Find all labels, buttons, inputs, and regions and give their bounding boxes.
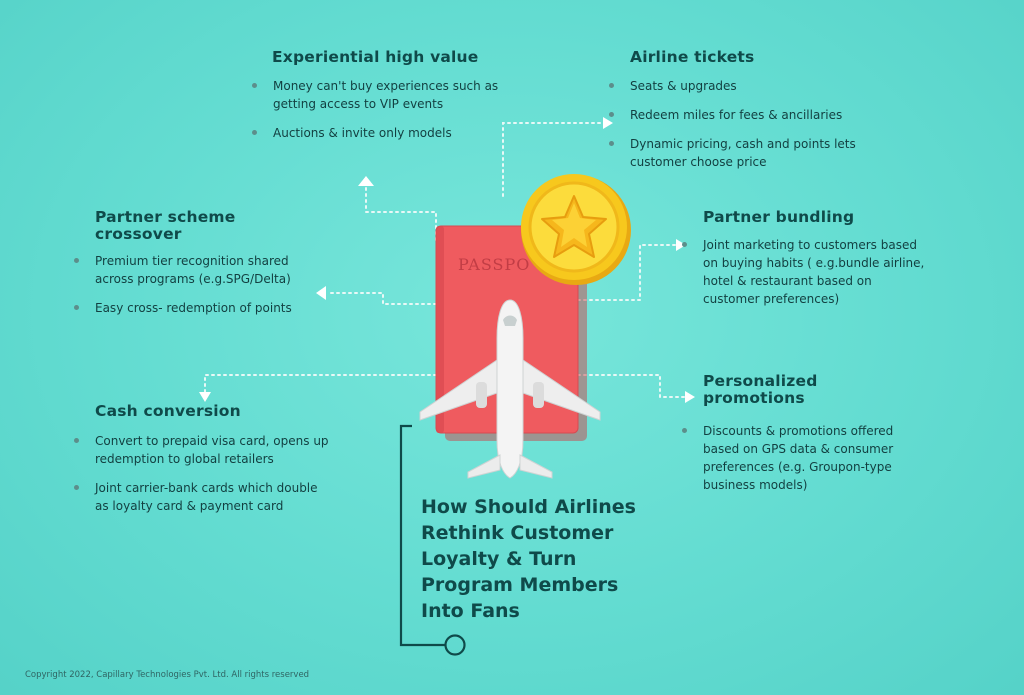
headline-line: Into Fans — [421, 600, 520, 622]
section-personalized-promotions: Personalized promotions Discounts & prom… — [680, 373, 925, 505]
list-item: Joint carrier-bank cards which double as… — [72, 479, 332, 515]
bullet-icon — [74, 305, 79, 310]
bullet-list: Discounts & promotions offered based on … — [680, 422, 925, 494]
headline-bracket — [399, 424, 466, 656]
bullet-icon — [682, 242, 687, 247]
connector-cash — [204, 374, 437, 397]
section-title: Partner bundling — [703, 208, 855, 226]
bullet-icon — [252, 83, 257, 88]
list-item: Auctions & invite only models — [250, 124, 510, 142]
section-experiential: Experiential high value Money can't buy … — [250, 49, 510, 153]
connector-partner-bundling — [577, 244, 679, 301]
bullet-icon — [609, 83, 614, 88]
arrow-right-icon — [685, 391, 695, 403]
connector-personalized — [577, 374, 686, 398]
headline: How Should Airlines Rethink Customer Loy… — [421, 494, 651, 624]
connector-experiential — [365, 185, 437, 241]
dotted-connectors — [204, 122, 686, 398]
bullet-list: Money can't buy experiences such as gett… — [250, 77, 510, 142]
connector-airline — [502, 122, 605, 197]
section-partner-bundling: Partner bundling Joint marketing to cust… — [680, 209, 925, 319]
bullet-icon — [74, 485, 79, 490]
passport-label: PASSPO — [458, 255, 531, 274]
section-title: Personalized promotions — [703, 372, 818, 407]
copyright-notice: Copyright 2022, Capillary Technologies P… — [25, 670, 310, 680]
section-title: Airline tickets — [630, 48, 755, 66]
arrow-right-icon — [603, 117, 613, 129]
section-partner-scheme: Partner scheme crossover Premium tier re… — [72, 209, 322, 328]
list-item: Redeem miles for fees & ancillaries — [607, 106, 867, 124]
arrow-right-icon — [676, 239, 686, 251]
bullet-icon — [74, 438, 79, 443]
airplane-icon — [419, 299, 601, 479]
bullet-icon — [74, 258, 79, 263]
arrow-left-icon — [316, 286, 326, 300]
list-item: Easy cross- redemption of points — [72, 299, 322, 317]
list-item: Premium tier recognition shared across p… — [72, 252, 322, 288]
list-item: Dynamic pricing, cash and points lets cu… — [607, 135, 867, 171]
bullet-icon — [252, 130, 257, 135]
bullet-icon — [609, 112, 614, 117]
bullet-list: Convert to prepaid visa card, opens up r… — [72, 432, 332, 515]
section-airline-tickets: Airline tickets Seats & upgrades Redeem … — [607, 49, 867, 182]
star-coin-icon — [521, 174, 631, 285]
arrow-up-icon — [358, 176, 374, 186]
arrow-down-icon — [199, 392, 211, 402]
headline-line: Rethink Customer — [421, 522, 614, 544]
list-item: Convert to prepaid visa card, opens up r… — [72, 432, 332, 468]
bullet-list: Seats & upgrades Redeem miles for fees &… — [607, 77, 867, 171]
list-item: Joint marketing to customers based on bu… — [680, 236, 925, 308]
connector-partner-scheme — [327, 292, 437, 305]
section-title: Experiential high value — [272, 48, 479, 66]
section-title: Partner scheme crossover — [95, 208, 236, 243]
list-item: Discounts & promotions offered based on … — [680, 422, 925, 494]
bullet-list: Joint marketing to customers based on bu… — [680, 236, 925, 308]
list-item: Money can't buy experiences such as gett… — [250, 77, 510, 113]
bullet-icon — [609, 141, 614, 146]
headline-line: Loyalty & Turn — [421, 548, 577, 570]
bullet-list: Premium tier recognition shared across p… — [72, 252, 322, 317]
arrow-icon — [199, 117, 695, 403]
list-item: Seats & upgrades — [607, 77, 867, 95]
section-title: Cash conversion — [95, 402, 241, 420]
section-cash-conversion: Cash conversion Convert to prepaid visa … — [72, 403, 332, 526]
headline-line: How Should Airlines — [421, 496, 636, 518]
bullet-icon — [682, 428, 687, 433]
headline-line: Program Members — [421, 574, 619, 596]
